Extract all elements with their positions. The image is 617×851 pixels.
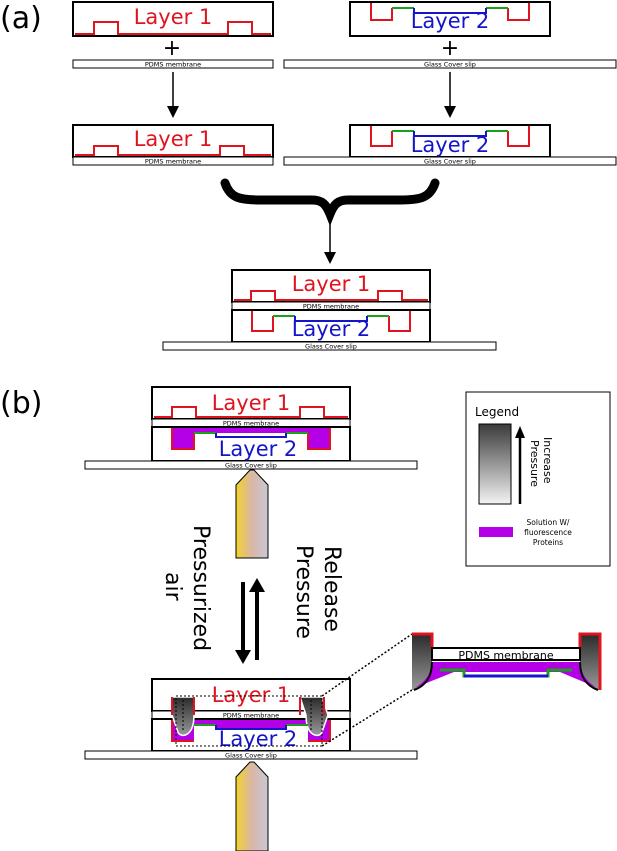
microscope-objective-top <box>235 469 269 559</box>
merge-curly-brace <box>220 178 440 227</box>
coverslip-label: Glass Cover slip <box>424 61 476 69</box>
release-pressure-label-2: Pressure <box>291 545 316 639</box>
zoom-membrane-label: PDMS membrane <box>458 649 553 662</box>
panel-b-tag: (b) <box>0 386 42 421</box>
layer1-block-top: Layer 1 <box>72 1 274 37</box>
coverslip-label: Glass Cover slip <box>225 752 277 760</box>
layer2-block-top: Layer 2 <box>349 1 551 37</box>
layer1-label: Layer 1 <box>212 683 291 707</box>
layer2-label: Layer 2 <box>411 9 490 33</box>
solution-swatch <box>479 527 513 537</box>
membrane-label: PDMS membrane <box>303 303 359 311</box>
layer2-label: Layer 2 <box>219 437 298 461</box>
glass-coverslip-top: Glass Cover slip <box>283 59 617 69</box>
membrane-label: PDMS membrane <box>145 158 201 166</box>
increase-label: Increase <box>541 437 554 484</box>
device-b-relaxed: Layer 1 PDMS membrane Layer 2 Glass Cove… <box>84 386 418 470</box>
membrane-label: PDMS membrane <box>223 712 279 720</box>
layer1-label: Layer 1 <box>212 391 291 415</box>
plus-sign-right: + <box>441 36 459 61</box>
layer2-label: Layer 2 <box>411 133 490 157</box>
solution-label-2: fluorescence <box>524 528 572 537</box>
plus-sign-left: + <box>163 36 181 61</box>
panel-a-tag: (a) <box>0 1 42 36</box>
coverslip-label: Glass Cover slip <box>305 343 357 351</box>
layer2-bonded-coverslip: Layer 2 Glass Cover slip <box>283 124 617 166</box>
zoom-line-top <box>321 633 413 697</box>
microscope-objective-bottom <box>235 761 269 851</box>
device-b-pressurized: Layer 1 PDMS membrane Layer 2 Glass Cove… <box>84 678 418 760</box>
pressurized-air-label-2: air <box>160 572 185 602</box>
pressurized-air-label-1: Pressurized <box>188 525 213 651</box>
zoom-inset: PDMS membrane <box>412 632 602 692</box>
pressure-arrows <box>235 578 265 664</box>
coverslip-label: Glass Cover slip <box>225 462 277 470</box>
coverslip-label: Glass Cover slip <box>424 158 476 166</box>
layer2-label: Layer 2 <box>292 317 371 341</box>
layer1-label: Layer 1 <box>134 127 213 151</box>
pressure-gradient-swatch <box>478 423 512 505</box>
layer2-label: Layer 2 <box>219 727 298 751</box>
pressure-label: Pressure <box>528 440 541 487</box>
legend-box: Legend Increase Pressure Solution W/ flu… <box>465 391 611 567</box>
zoom-region-box <box>175 695 323 747</box>
layer1-bonded-membrane: Layer 1 PDMS membrane <box>72 124 274 166</box>
zoom-line-bottom <box>321 689 413 747</box>
solution-label-3: Proteins <box>533 538 563 547</box>
solution-label-1: Solution W/ <box>527 518 570 527</box>
assembled-device-a: Layer 1 PDMS membrane Layer 2 Glass Cove… <box>162 269 497 351</box>
legend-title: Legend <box>475 405 519 419</box>
pdms-membrane-sheet-top: PDMS membrane <box>72 59 274 69</box>
membrane-label: PDMS membrane <box>223 420 279 428</box>
membrane-label: PDMS membrane <box>145 61 201 69</box>
layer1-label: Layer 1 <box>292 272 371 296</box>
layer1-label: Layer 1 <box>134 5 213 29</box>
release-pressure-label-1: Release <box>319 546 344 632</box>
